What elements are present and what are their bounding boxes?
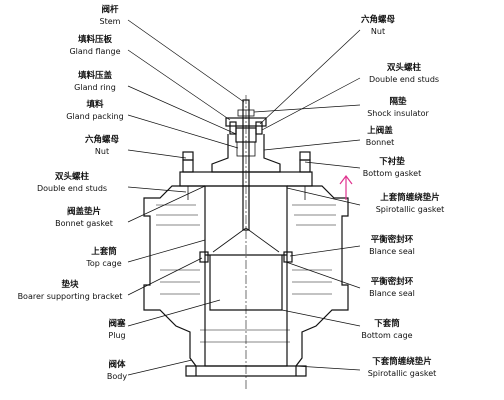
label-double-end-studs-right-en: Double end studs xyxy=(369,75,439,84)
plug-rib-left xyxy=(212,227,247,253)
label-double-end-studs-right-cn: 双头螺柱 xyxy=(387,62,422,73)
label-bottom-cage-en: Bottom cage xyxy=(361,331,412,340)
nut-right-top xyxy=(299,151,311,161)
label-plug-en: Plug xyxy=(108,331,125,340)
body-hatching xyxy=(156,204,336,343)
body-left-outline xyxy=(143,185,205,376)
valve-drawing xyxy=(143,95,353,390)
label-gland-flange-cn: 填料压板 xyxy=(78,34,113,45)
left-labels: 阀杆 Stem 填料压板 Gland flange 填料压盖 Gland rin… xyxy=(18,4,128,381)
label-shock-insulator-en: Shock insulator xyxy=(367,109,429,118)
nut-right-mid xyxy=(299,159,311,173)
nut-left-top xyxy=(182,151,194,161)
gland-packing-shape xyxy=(236,141,256,157)
body-right-outline xyxy=(287,185,349,376)
label-body-en: Body xyxy=(107,372,127,381)
label-plug-cn: 阀塞 xyxy=(108,318,126,329)
label-nut-right-cn: 六角螺母 xyxy=(361,14,396,25)
label-blance-seal-2-cn: 平衡密封环 xyxy=(371,276,414,287)
body-bottom xyxy=(185,365,307,377)
label-stem-cn: 阀杆 xyxy=(101,4,119,15)
label-blance-seal-2-en: Blance seal xyxy=(369,289,415,298)
cage-shape xyxy=(204,185,288,367)
stem-shape xyxy=(242,99,250,231)
plug-shape xyxy=(209,255,283,311)
label-spirotallic-gasket-top-cn: 上套筒缠绕垫片 xyxy=(380,192,440,203)
label-gland-flange-en: Gland flange xyxy=(69,47,120,56)
label-spirotallic-gasket-bottom-en: Spirotallic gasket xyxy=(368,369,437,378)
label-double-end-studs-left-en: Double end studs xyxy=(37,184,107,193)
leader-lines xyxy=(127,19,361,376)
label-bottom-gasket-en: Bottom gasket xyxy=(363,169,421,178)
label-gland-ring-en: Gland ring xyxy=(74,83,116,92)
label-nut-left-en: Nut xyxy=(95,147,109,156)
label-top-cage-cn: 上套筒 xyxy=(91,246,117,257)
label-gland-ring-cn: 填料压盖 xyxy=(78,70,113,81)
gland-nut-right xyxy=(255,121,263,135)
label-spirotallic-gasket-bottom-cn: 下套筒缠绕垫片 xyxy=(372,356,432,367)
label-bottom-cage-cn: 下套筒 xyxy=(374,318,400,329)
label-boarer-supporting-bracket-en: Boarer supporting bracket xyxy=(18,292,123,301)
label-bottom-gasket-cn: 下衬垫 xyxy=(379,156,405,167)
label-gland-packing-en: Gland packing xyxy=(66,112,123,121)
label-bonnet-cn: 上阀盖 xyxy=(367,125,393,136)
label-nut-right-en: Nut xyxy=(371,27,385,36)
label-body-cn: 阀体 xyxy=(108,359,126,370)
plug-rib-right xyxy=(245,227,280,253)
seal-left xyxy=(199,251,209,263)
label-boarer-supporting-bracket-cn: 垫块 xyxy=(61,279,79,290)
label-blance-seal-1-en: Blance seal xyxy=(369,247,415,256)
label-bonnet-gasket-en: Bonnet gasket xyxy=(55,219,113,228)
right-labels: 六角螺母 Nut 双头螺柱 Double end studs 隔垫 Shock … xyxy=(361,14,444,378)
flow-arrow-icon xyxy=(339,175,353,200)
label-gland-packing-cn: 填料 xyxy=(86,99,104,110)
seal-right xyxy=(283,251,293,263)
gland-nut-left xyxy=(229,121,237,135)
label-spirotallic-gasket-top-en: Spirotallic gasket xyxy=(376,205,445,214)
label-nut-left-cn: 六角螺母 xyxy=(85,134,120,145)
label-bonnet-en: Bonnet xyxy=(366,138,395,147)
label-shock-insulator-cn: 隔垫 xyxy=(389,96,407,107)
label-bonnet-gasket-cn: 阀盖垫片 xyxy=(67,206,101,217)
gland-flange-shape xyxy=(225,117,267,127)
label-stem-en: Stem xyxy=(100,17,121,26)
label-top-cage-en: Top cage xyxy=(85,259,121,268)
label-double-end-studs-left-cn: 双头螺柱 xyxy=(55,171,90,182)
label-blance-seal-1-cn: 平衡密封环 xyxy=(371,234,414,245)
nut-left-mid xyxy=(182,159,194,173)
shock-insulator-shape xyxy=(237,109,255,117)
